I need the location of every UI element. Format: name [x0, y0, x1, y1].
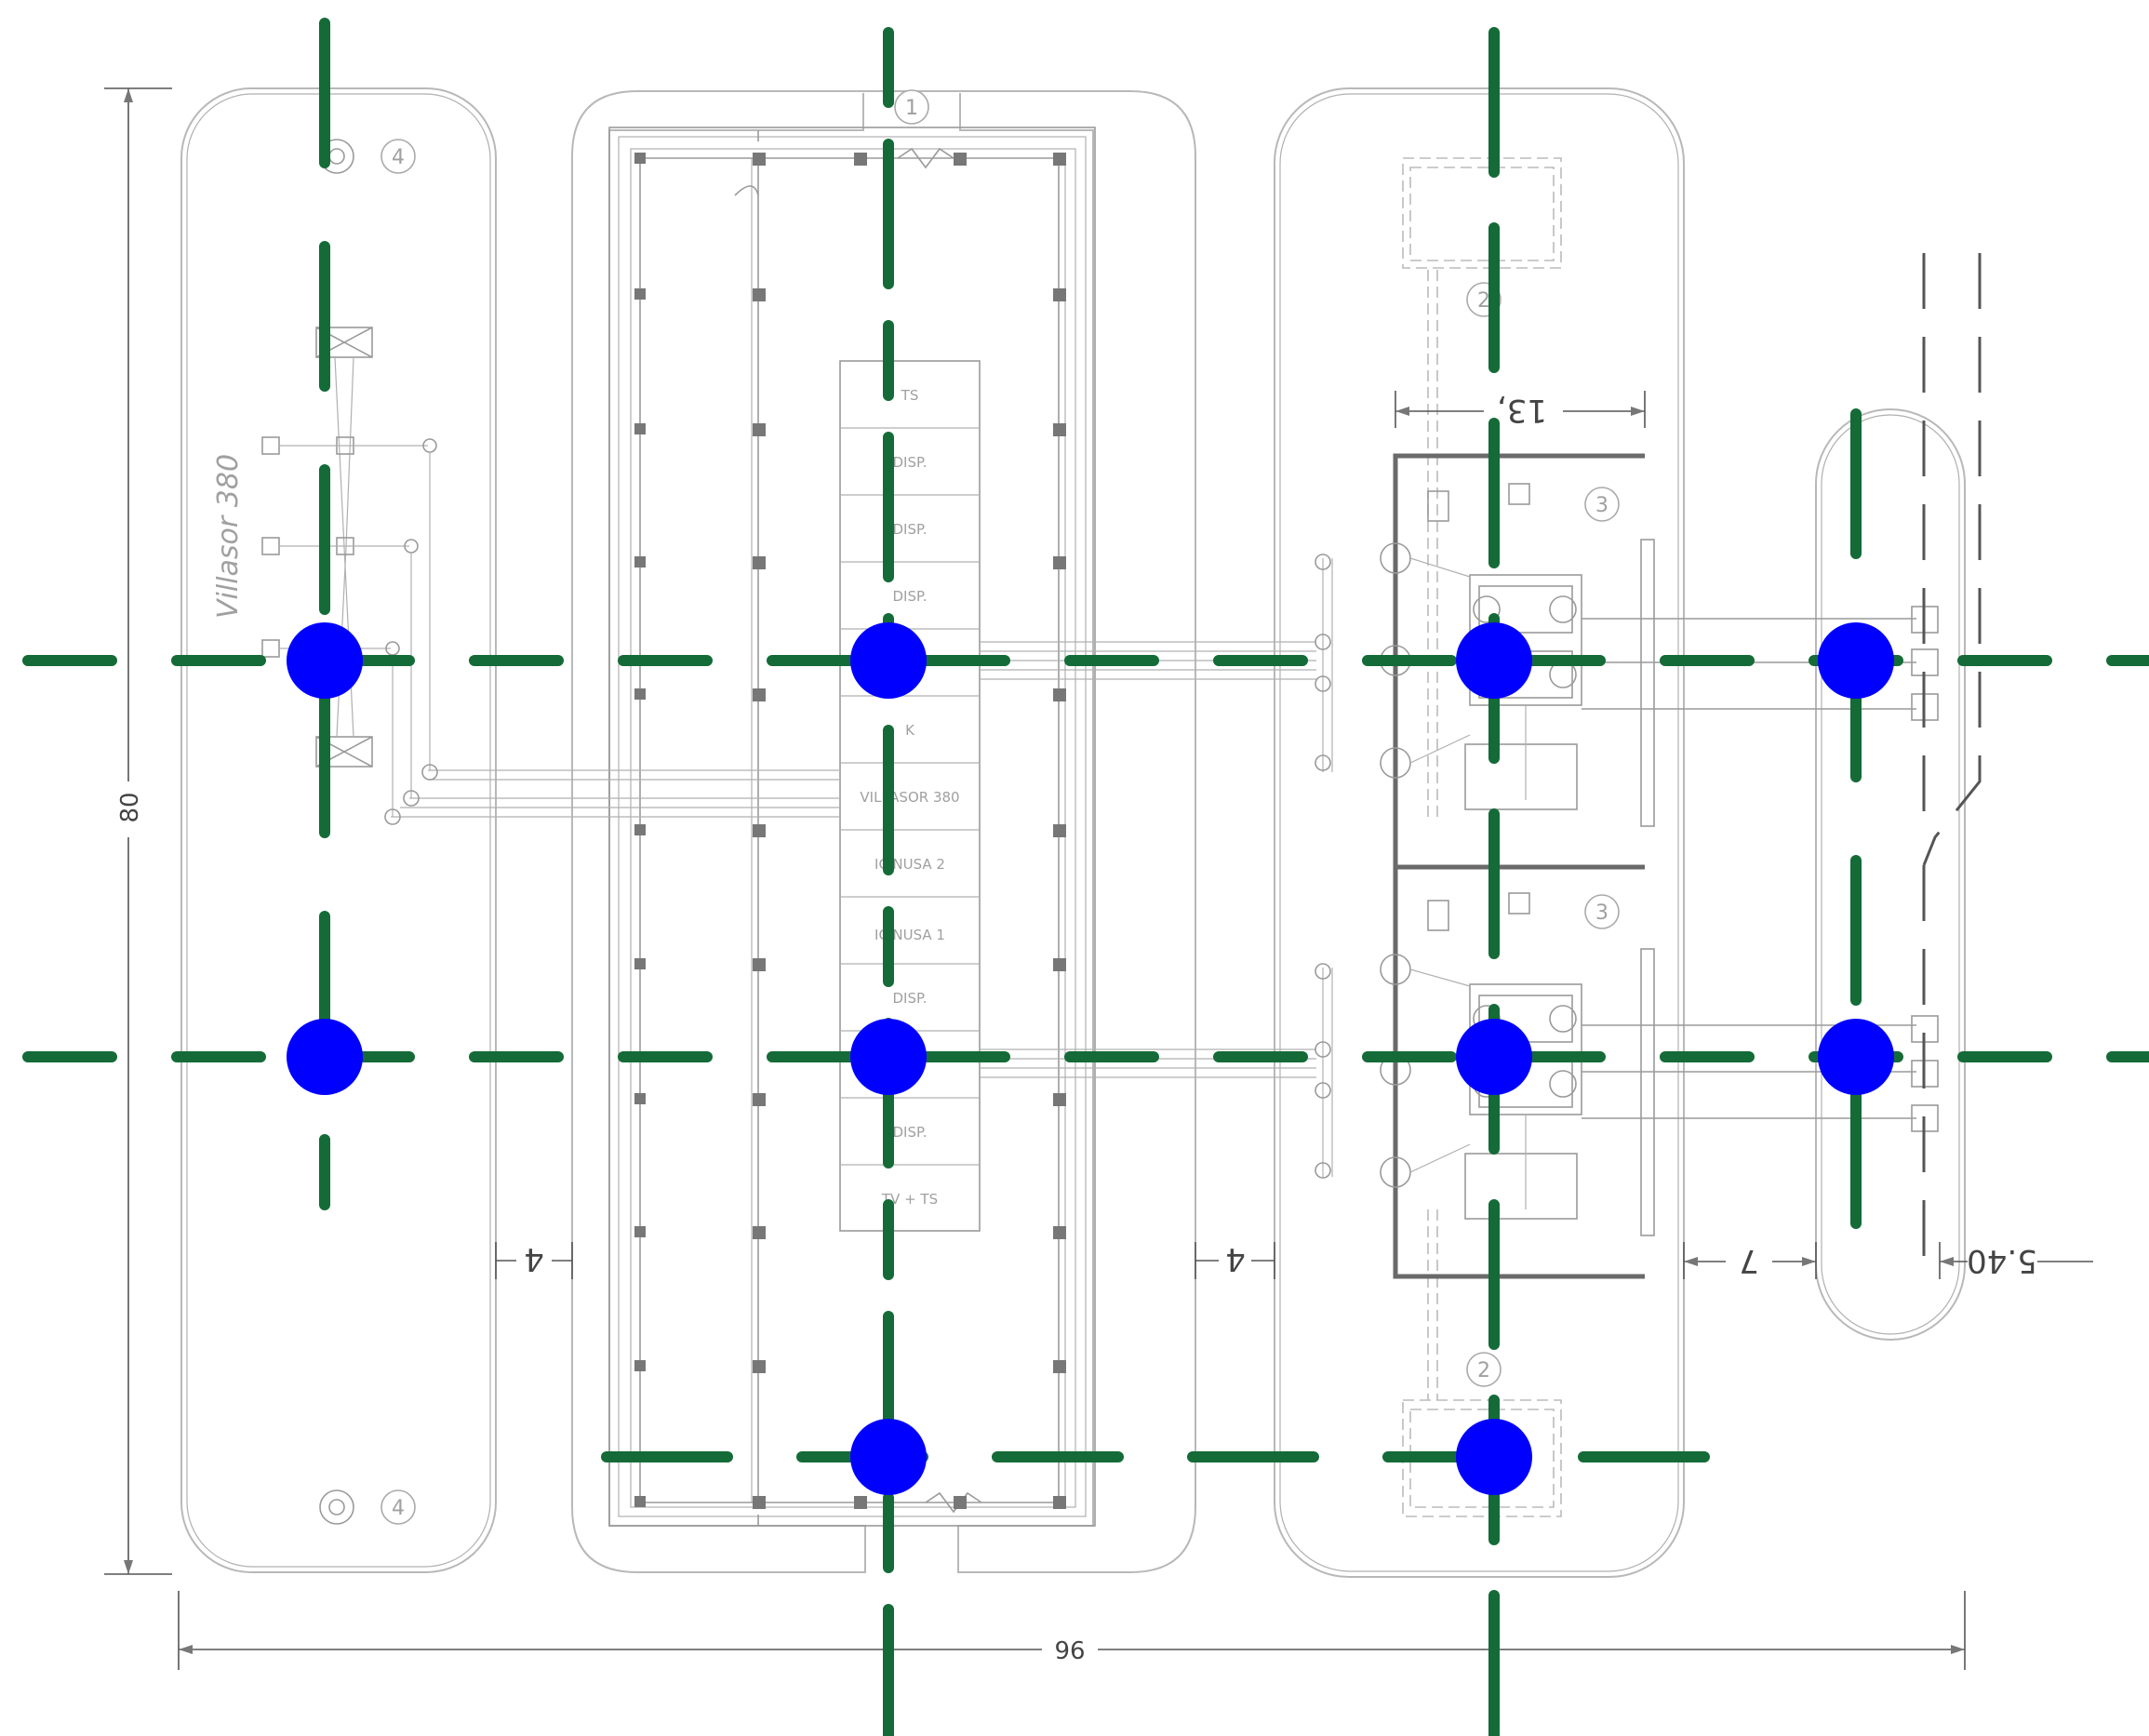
grid-marker-5 [287, 1019, 363, 1095]
grid-marker-7 [1456, 1019, 1532, 1095]
tag-block-bottom: 3 [1595, 901, 1608, 925]
grid-marker-6 [850, 1019, 927, 1095]
dim-13-label: 13, [1497, 392, 1547, 429]
panel-stack: TS DISP. DISP. DISP. K VILLASOR 380 ICIN… [839, 360, 981, 1232]
dim-height-label: 80 [116, 792, 144, 822]
panel-row-6: K [905, 722, 915, 739]
transformer-bottom [1464, 983, 1582, 1220]
panel-row-13: TV + TS [881, 1191, 938, 1208]
dim-7-label: 7 [1739, 1242, 1759, 1279]
panel-row-2: DISP. [893, 454, 928, 471]
left-bay [180, 87, 497, 1573]
grid-marker-10 [1456, 1419, 1532, 1495]
panel-row-10: DISP. [893, 990, 928, 1007]
grid-marker-2 [850, 622, 927, 699]
panel-row-3: DISP. [893, 521, 928, 538]
dimensions: 80 96 4 4 13, 7 5.40 [104, 87, 2093, 1670]
grid-marker-9 [850, 1419, 927, 1495]
grid-marker-4 [1818, 622, 1894, 699]
pipe-nodes [634, 153, 1066, 1509]
lane-markings [1922, 253, 1982, 1284]
tag-block-top: 3 [1595, 494, 1608, 517]
panel-row-7: VILLASOR 380 [860, 789, 959, 806]
panel-row-1: TS [901, 387, 919, 404]
middle-bay [571, 90, 1196, 1573]
panel-row-12: DISP. [893, 1124, 928, 1141]
dim-540-label: 5.40 [1967, 1242, 2037, 1279]
right-bay [1274, 87, 1685, 1578]
grid-markers [287, 622, 1894, 1495]
tag-bottom-left: 4 [392, 1497, 405, 1520]
tag-top-left: 4 [392, 146, 405, 169]
site-name-label: Villasor 380 [212, 454, 245, 619]
grid-marker-3 [1456, 622, 1532, 699]
dim-gap-left-label: 4 [524, 1240, 544, 1277]
grid-axes [22, 18, 2149, 1736]
cable-runs [391, 641, 1316, 1078]
panel-row-4: DISP. [893, 588, 928, 605]
tag-right-bottom: 2 [1477, 1359, 1490, 1382]
tag-top-center: 1 [905, 97, 918, 120]
island-bay [1815, 408, 1966, 1341]
right-equipment [1315, 157, 1939, 1517]
dim-gap-middle-label: 4 [1225, 1240, 1246, 1277]
grid-marker-8 [1818, 1019, 1894, 1095]
tag-right-top: 2 [1477, 289, 1490, 313]
dim-width-label: 96 [1054, 1637, 1085, 1665]
middle-piping [634, 130, 1066, 1526]
grid-marker-1 [287, 622, 363, 699]
